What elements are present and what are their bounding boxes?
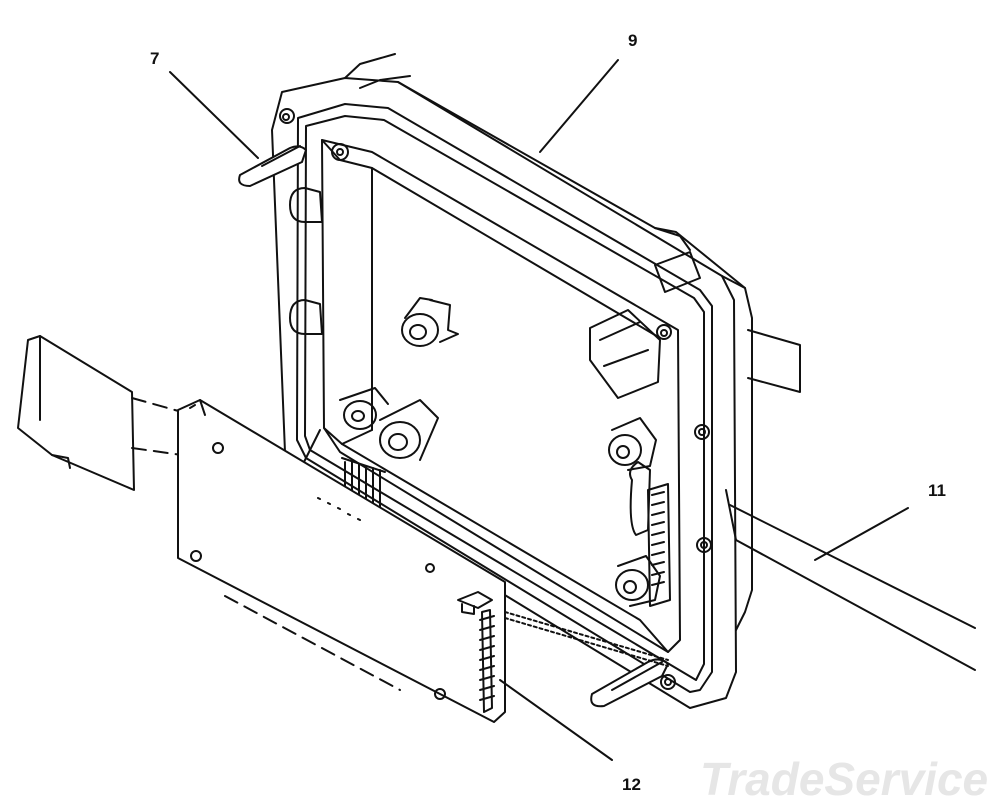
callout-12: 12	[622, 775, 641, 794]
callout-7: 7	[150, 49, 159, 68]
mounting-clip-lower	[590, 658, 669, 708]
watermark: TradeService	[700, 753, 988, 805]
circuit-board	[177, 399, 669, 723]
mounting-clip-upper	[238, 145, 307, 187]
callout-11-leader	[814, 507, 909, 561]
conduit-cable	[725, 489, 976, 671]
callout-11: 11	[928, 481, 946, 500]
callout-7-leader	[169, 71, 259, 159]
callout-9-leader	[539, 59, 619, 153]
callout-9: 9	[628, 31, 637, 50]
front-cover-panel	[17, 335, 135, 491]
callout-12-leader	[499, 679, 613, 761]
enclosure-housing	[271, 53, 801, 709]
assembly-guide-lines	[131, 397, 401, 691]
